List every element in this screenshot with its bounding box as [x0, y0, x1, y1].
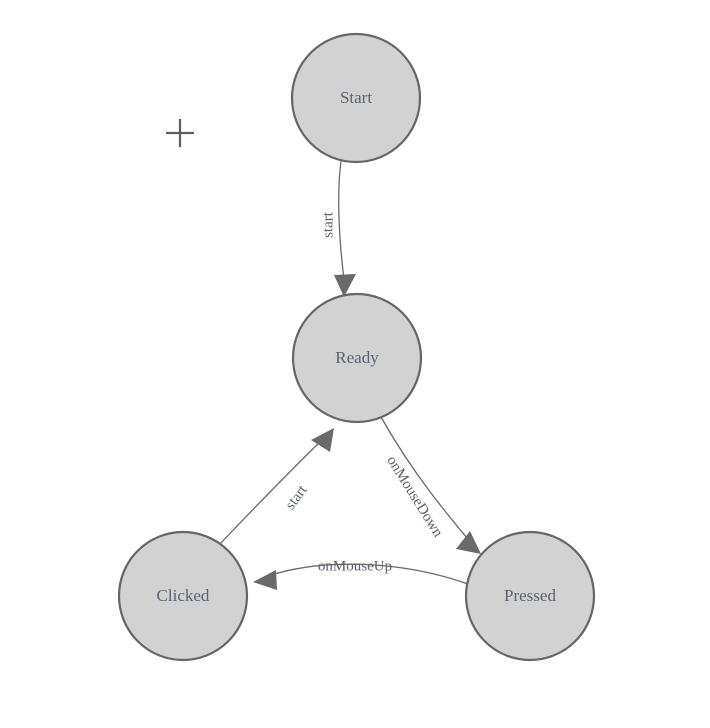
- node-circle[interactable]: [464, 530, 596, 662]
- node-label-ready: Ready: [335, 348, 379, 367]
- edge-path: [217, 435, 327, 547]
- edge-path: [380, 416, 474, 546]
- edge-label-clicked-to-ready: start: [282, 482, 311, 513]
- edge-path: [264, 563, 469, 585]
- edge-label-on-mouse-down: onMouseDown: [383, 453, 446, 540]
- edge-clicked-to-ready[interactable]: start: [217, 428, 334, 547]
- arrowhead-icon: [456, 531, 481, 554]
- edge-path: [338, 160, 346, 288]
- node-circle[interactable]: [117, 530, 249, 662]
- edge-start-to-ready[interactable]: start: [320, 160, 356, 297]
- node-label-start: Start: [340, 88, 372, 107]
- edge-label-on-mouse-up: onMouseUp: [318, 558, 392, 574]
- node-ready[interactable]: Ready: [291, 292, 423, 424]
- plus-marker: [166, 119, 194, 147]
- arrowhead-icon: [253, 570, 277, 590]
- node-circle[interactable]: [290, 32, 422, 164]
- edge-label-start-to-ready: start: [320, 211, 336, 238]
- node-start[interactable]: Start: [290, 32, 422, 164]
- node-label-pressed: Pressed: [504, 586, 556, 605]
- node-label-clicked: Clicked: [157, 586, 210, 605]
- edge-pressed-to-clicked[interactable]: onMouseUp: [253, 558, 469, 590]
- arrowhead-icon: [334, 274, 356, 297]
- node-circle[interactable]: [291, 292, 423, 424]
- node-clicked[interactable]: Clicked: [117, 530, 249, 662]
- edge-ready-to-pressed[interactable]: onMouseDown: [380, 416, 481, 554]
- arrowhead-icon: [311, 428, 334, 452]
- node-pressed[interactable]: Pressed: [464, 530, 596, 662]
